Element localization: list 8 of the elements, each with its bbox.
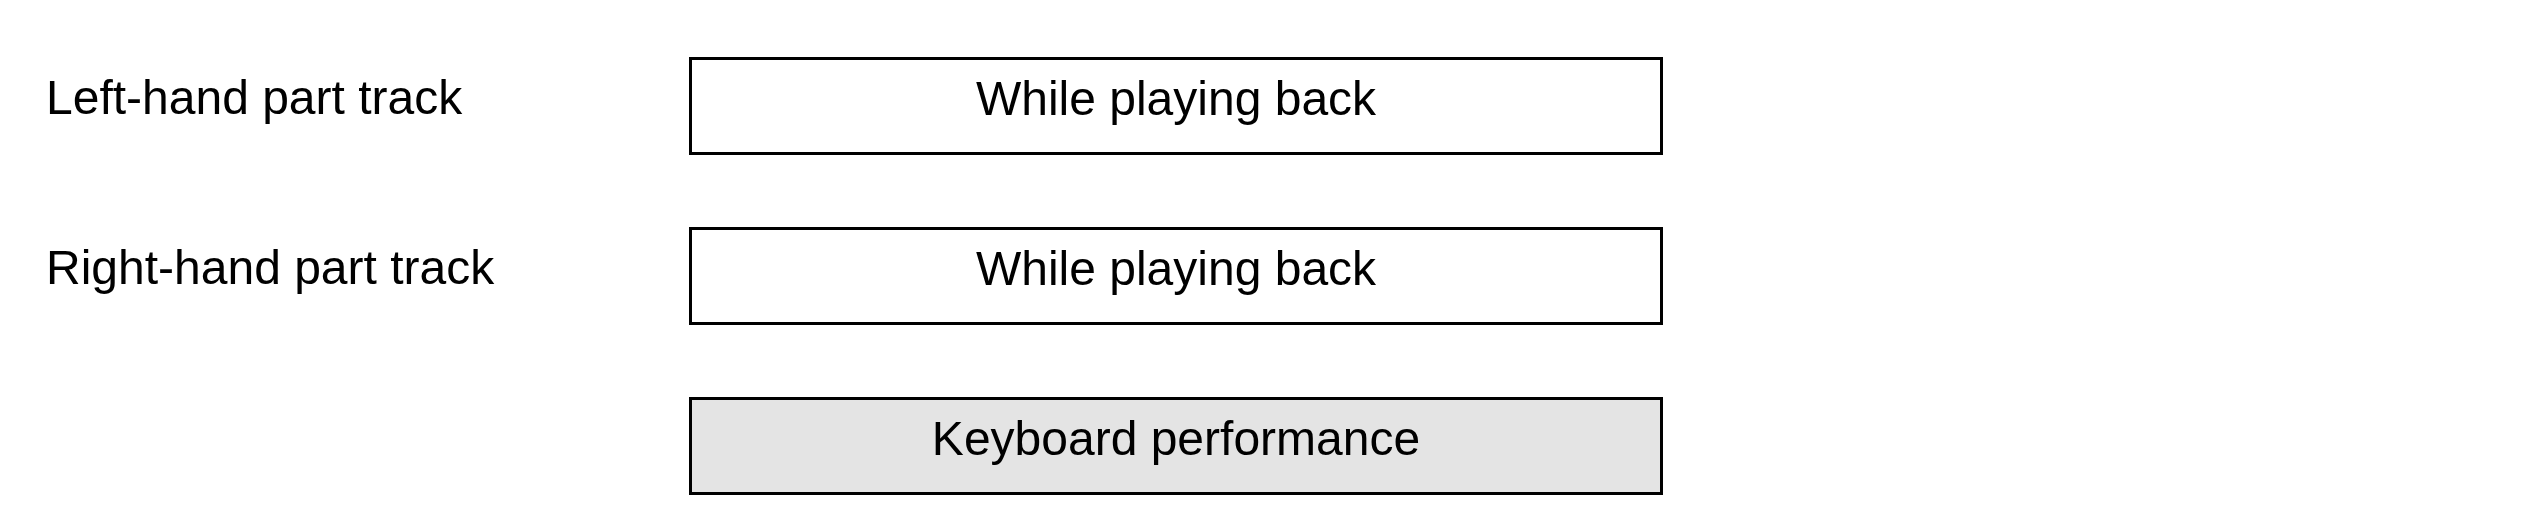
track-bar — [689, 227, 1663, 325]
track-label: Left-hand part track — [46, 71, 463, 125]
track-bar — [689, 57, 1663, 155]
bar-label: Keyboard performance — [931, 412, 1421, 466]
track-label: Right-hand part track — [46, 241, 495, 295]
bar-label: While playing back — [975, 72, 1377, 126]
bar-label: While playing back — [975, 242, 1377, 296]
track-bar — [689, 397, 1663, 495]
